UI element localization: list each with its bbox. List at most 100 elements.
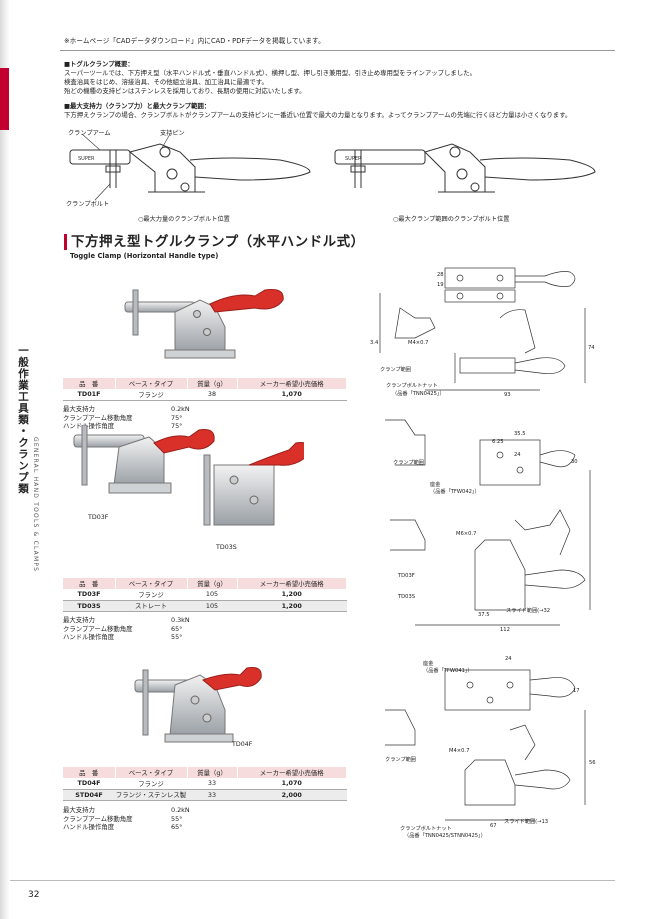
- d1-dim-3-4: 3.4: [370, 340, 379, 346]
- technical-drawing-td03: [385, 419, 591, 626]
- d1-clamp-range: クランプ範囲: [380, 367, 411, 373]
- cell-base: ストレート: [115, 600, 187, 612]
- d2-dim-24: 24: [514, 452, 521, 458]
- spec-table-td01f: 品 番 ベース・タイプ 質量（g） メーカー希望小売価格 TD01F フランジ …: [63, 378, 347, 401]
- spec-value: 65°: [171, 823, 183, 832]
- d1-bolt-nut: クランプボルトナット: [386, 383, 438, 389]
- spec-table-td03: 品 番 ベース・タイプ 質量（g） メーカー希望小売価格 TD03F フランジ …: [63, 578, 347, 612]
- col-base-type: ベース・タイプ: [115, 378, 188, 389]
- d3-clamp-range: クランプ範囲: [385, 757, 416, 763]
- section-title: 下方押え型トグルクランプ（水平ハンドル式）: [64, 234, 365, 250]
- cell-base: フランジ: [115, 778, 187, 790]
- col-base-type: ベース・タイプ: [115, 578, 188, 589]
- cell-part: TD03S: [63, 600, 115, 612]
- cell-base: フランジ: [115, 389, 187, 401]
- binder-spine: [0, 0, 10, 919]
- d3-washer-code: （品番「TFW041」）: [423, 668, 473, 674]
- spec-key: 最大支持力: [63, 405, 95, 413]
- cell-price: 1,200: [237, 589, 347, 601]
- d3-thread: M4×0.7: [449, 748, 470, 754]
- clamp-force-line: 下方押えクランプの場合、クランプボルトがクランプアームの支持ピンに一番近い位置で…: [64, 111, 572, 119]
- d2-dim-30: 30: [571, 459, 578, 465]
- d2-clamp-range: クランプ範囲: [393, 460, 424, 466]
- d3-dim-67: 67: [490, 823, 497, 829]
- cell-part: TD01F: [63, 389, 115, 401]
- d3-washer: 座金: [423, 661, 434, 667]
- technical-drawing-td01f: [379, 267, 586, 391]
- table-row: TD01F フランジ 38 1,070: [63, 389, 347, 401]
- cell-weight: 33: [187, 778, 237, 790]
- spec-table-td04: 品 番 ベース・タイプ 質量（g） メーカー希望小売価格 TD04F フランジ …: [63, 767, 347, 801]
- col-price: メーカー希望小売価格: [237, 767, 347, 778]
- d2-label-td03s: TD03S: [398, 594, 416, 600]
- col-part-number: 品 番: [63, 378, 116, 389]
- d1-bolt-nut-code: （品番「TNN0425」）: [392, 391, 445, 397]
- photo-label-td04f: TD04F: [232, 741, 253, 748]
- table-row: STD04F フランジ・ステンレス製 33 2,000: [63, 789, 347, 801]
- d2-slide-range: スライド範囲(→32: [506, 608, 551, 614]
- spec-value: 0.2kN: [171, 405, 190, 413]
- spec-value: 65°: [171, 624, 183, 633]
- cell-base: フランジ: [115, 589, 187, 601]
- photo-label-td03s: TD03S: [216, 544, 237, 551]
- spec-value: 55°: [171, 633, 183, 642]
- col-weight: 質量（g）: [187, 378, 238, 389]
- table-row: TD03S ストレート 105 1,200: [63, 600, 347, 612]
- overview-line: 検査治具をはじめ、溶接治具、その他組立治具、加工治具に最適です。: [64, 78, 268, 86]
- d3-slide-range: スライド範囲(→13: [504, 819, 549, 825]
- col-price: メーカー希望小売価格: [237, 578, 347, 589]
- spec-key: クランプアーム移動角度: [63, 413, 133, 422]
- col-price: メーカー希望小売価格: [237, 378, 347, 389]
- d3-dim-17: 17: [573, 688, 580, 694]
- label-clamp-bolt: クランプボルト: [66, 201, 110, 208]
- cad-download-note: ※ホームページ「CADデータダウンロード」内にCAD・PDFデータを掲載していま…: [64, 37, 325, 45]
- overview-heading: ■トグルクランプ概要：: [64, 60, 134, 68]
- cell-part: TD03F: [63, 589, 115, 601]
- d2-dim-35-5: 35.5: [514, 431, 526, 437]
- cell-price: 1,070: [237, 778, 347, 790]
- d2-dim-37-5: 37.5: [478, 612, 490, 618]
- d3-bolt-nut-code: （品番「TNN0425/STNN0425」）: [404, 833, 486, 839]
- spec-value: 55°: [171, 814, 183, 823]
- clamp-position-diagram: SUPER SUPER: [69, 133, 596, 201]
- d2-washer: 座金: [430, 482, 441, 488]
- cell-part: STD04F: [63, 789, 115, 801]
- spec-key: ハンドル操作角度: [63, 823, 115, 832]
- cell-part: TD04F: [63, 778, 115, 790]
- spec-key: ハンドル操作角度: [63, 633, 115, 642]
- cell-price: 1,070: [237, 389, 347, 401]
- specs-td04: 最大支持力 0.2kN クランプアーム移動角度 55° ハンドル操作角度 65°: [63, 806, 190, 832]
- side-category-label-en: GENERAL HAND TOOLS & CLAMPS: [32, 437, 39, 573]
- table-row: TD04F フランジ 33 1,070: [63, 778, 347, 790]
- d1-dim-19: 19: [437, 282, 444, 288]
- d1-dim-28: 28: [437, 272, 444, 278]
- col-base-type: ベース・タイプ: [115, 767, 188, 778]
- cell-price: 2,000: [237, 789, 347, 801]
- d2-label-td03f: TD03F: [398, 573, 415, 579]
- overview-section: ■トグルクランプ概要： スーパーツールでは、下方押え型（水平ハンドル式・垂直ハン…: [64, 60, 604, 96]
- svg-text:SUPER: SUPER: [345, 156, 362, 162]
- d3-dim-24: 24: [505, 656, 512, 662]
- cell-price: 1,200: [237, 600, 347, 612]
- cell-weight: 38: [187, 389, 237, 401]
- cell-weight: 105: [187, 600, 237, 612]
- d1-dim-height: 74: [588, 345, 595, 351]
- clamp-force-section: ■最大支持力（クランプ力）と最大クランプ範囲： 下方押えクランプの場合、クランプ…: [64, 102, 604, 120]
- spec-value: 0.2kN: [171, 806, 190, 814]
- label-support-pin: 支持ピン: [160, 130, 185, 137]
- overview-line: スーパーツールでは、下方押え型（水平ハンドル式・垂直ハンドル式）、横押し型、押し…: [64, 69, 476, 77]
- cell-weight: 33: [187, 789, 237, 801]
- d2-washer-code: （品番「TFW042」）: [430, 489, 480, 495]
- label-clamp-arm: クランプアーム: [68, 130, 111, 137]
- d2-thread: M6×0.7: [456, 531, 477, 537]
- overview-line: 殆どの機種の支持ピンはステンレスを採用しており、長期の使用に対応いたします。: [64, 87, 306, 95]
- spec-key: 最大支持力: [63, 806, 95, 814]
- col-part-number: 品 番: [63, 578, 116, 589]
- spec-key: ハンドル操作角度: [63, 422, 115, 431]
- spec-key: クランプアーム移動角度: [63, 814, 133, 823]
- spec-key: クランプアーム移動角度: [63, 624, 133, 633]
- spine-accent-bar: [0, 68, 9, 130]
- caption-max-force: ○最大力量のクランプボルト位置: [138, 216, 230, 223]
